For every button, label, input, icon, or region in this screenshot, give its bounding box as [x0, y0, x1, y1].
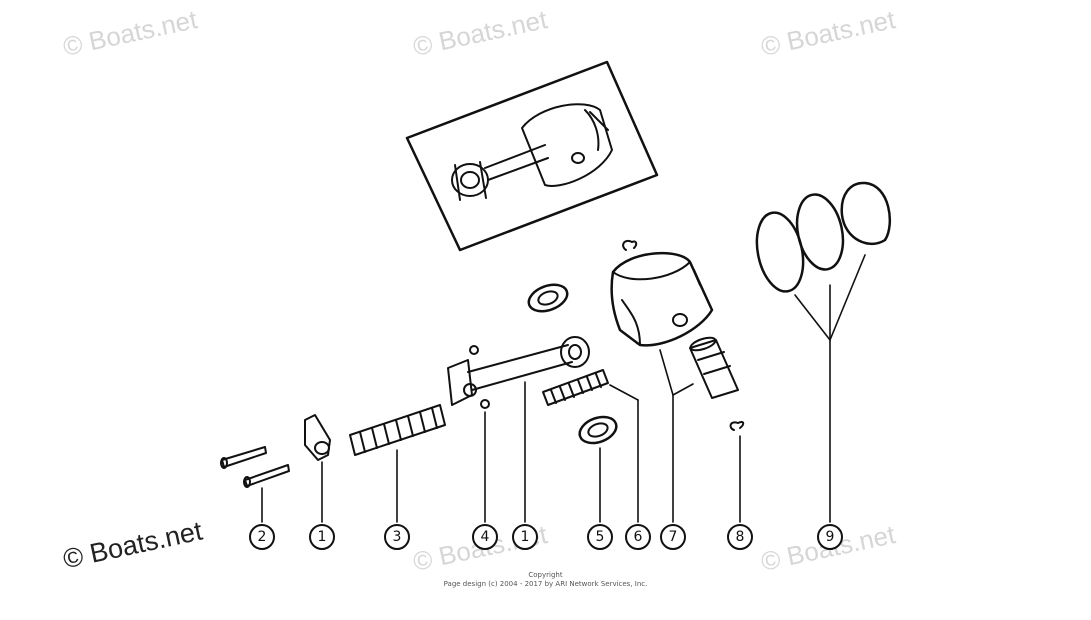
callout-3[interactable]: 3 — [384, 524, 410, 550]
snap-ring-upper — [622, 240, 638, 251]
piston-part — [610, 251, 714, 347]
callout-2[interactable]: 2 — [249, 524, 275, 550]
assembled-view-inset — [405, 60, 659, 252]
callout-4[interactable]: 4 — [472, 524, 498, 550]
piston-rings-part — [755, 181, 892, 293]
connecting-rod-part — [447, 336, 590, 409]
wrist-pin-part — [689, 336, 739, 399]
callout-8[interactable]: 8 — [727, 524, 753, 550]
callout-1-rod[interactable]: 1 — [512, 524, 538, 550]
rod-cap-part — [304, 414, 331, 461]
thrust-washer-upper — [527, 283, 569, 313]
wrist-pin-clip-part — [729, 420, 745, 431]
callout-7[interactable]: 7 — [660, 524, 686, 550]
leader-lines — [261, 254, 866, 523]
rod-bolts-part — [220, 446, 290, 488]
copyright-line-2: Page design (c) 2004 - 2017 by ARI Netwo… — [443, 580, 648, 588]
callout-5[interactable]: 5 — [587, 524, 613, 550]
copyright-line-1: Copyright — [528, 571, 563, 579]
needle-bearing-small-part — [542, 369, 609, 406]
callout-6[interactable]: 6 — [625, 524, 651, 550]
callout-9[interactable]: 9 — [817, 524, 843, 550]
thrust-washer-part — [578, 415, 618, 445]
needle-bearing-large-part — [349, 404, 446, 456]
callout-1-cap[interactable]: 1 — [309, 524, 335, 550]
